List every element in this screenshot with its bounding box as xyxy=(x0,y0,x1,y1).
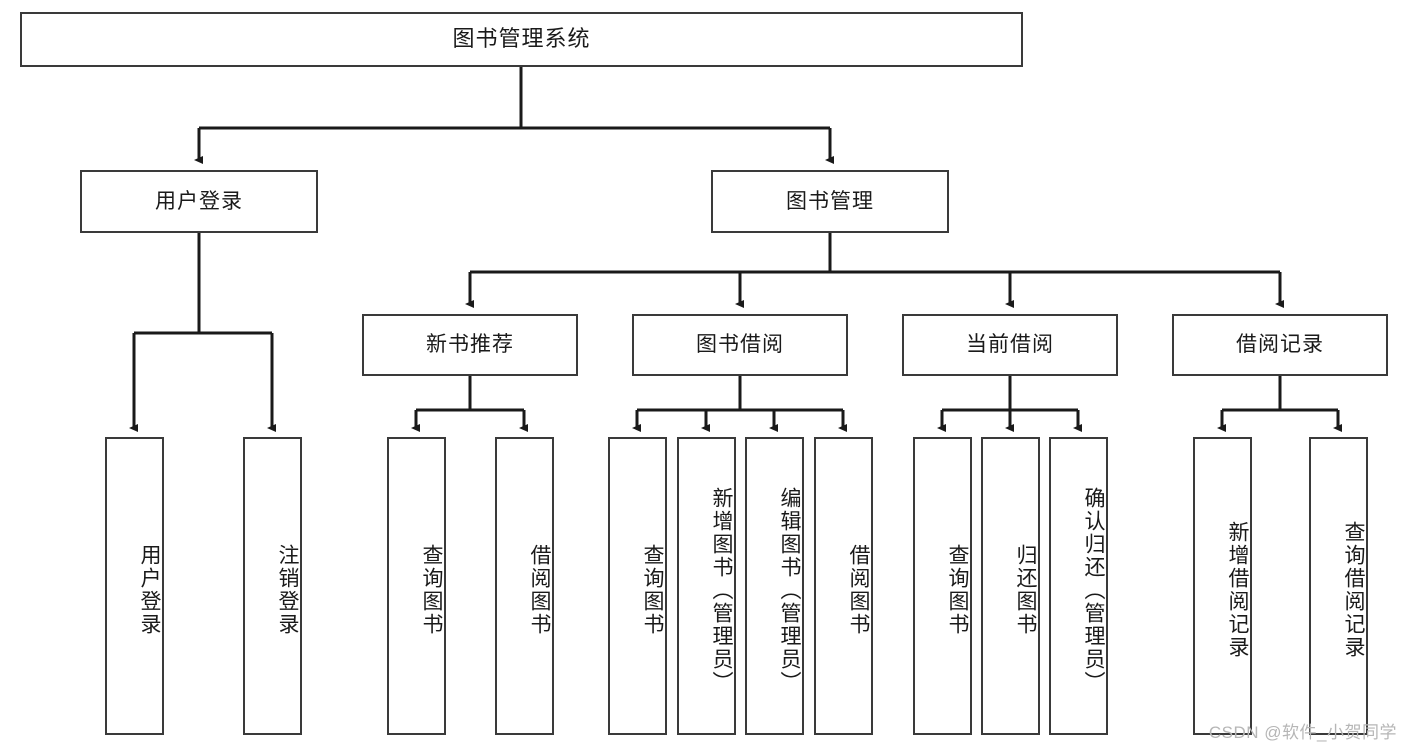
leaf-confirm-return-admin[interactable]: 确认归还（管理员） xyxy=(1049,437,1108,735)
leaf-add-borrow-record[interactable]: 新增借阅记录 xyxy=(1193,437,1252,735)
node-label: 新书推荐 xyxy=(426,333,514,357)
node-label: 图书管理系统 xyxy=(452,26,591,52)
node-label: 当前借阅 xyxy=(966,333,1054,357)
leaf-query-book-new[interactable]: 查询图书 xyxy=(387,437,446,735)
node-label: 编辑图书（管理员） xyxy=(778,486,801,694)
leaf-return-book[interactable]: 归还图书 xyxy=(981,437,1040,735)
leaf-logout[interactable]: 注销登录 xyxy=(243,437,302,735)
leaf-borrow-book-new[interactable]: 借阅图书 xyxy=(495,437,554,735)
node-label: 新增借阅记录 xyxy=(1226,521,1249,659)
leaf-user-login[interactable]: 用户登录 xyxy=(105,437,164,735)
node-label: 用户登录 xyxy=(138,544,161,636)
leaf-query-borrow-record[interactable]: 查询借阅记录 xyxy=(1309,437,1368,735)
node-label: 图书借阅 xyxy=(696,333,784,357)
node-user-login[interactable]: 用户登录 xyxy=(80,170,318,233)
node-borrow-records[interactable]: 借阅记录 xyxy=(1172,314,1388,376)
node-label: 确认归还（管理员） xyxy=(1082,486,1105,694)
node-current-borrow[interactable]: 当前借阅 xyxy=(902,314,1118,376)
watermark-text: CSDN @软件_小贺同学 xyxy=(1208,723,1397,742)
leaf-query-book-current[interactable]: 查询图书 xyxy=(913,437,972,735)
node-book-management[interactable]: 图书管理 xyxy=(711,170,949,233)
node-label: 借阅图书 xyxy=(847,544,870,636)
node-label: 借阅图书 xyxy=(528,544,551,636)
node-label: 查询图书 xyxy=(641,544,664,636)
node-label: 查询借阅记录 xyxy=(1342,521,1365,659)
node-label: 用户登录 xyxy=(155,189,243,213)
node-book-borrow[interactable]: 图书借阅 xyxy=(632,314,848,376)
node-label: 注销登录 xyxy=(276,544,299,636)
leaf-borrow-book[interactable]: 借阅图书 xyxy=(814,437,873,735)
node-label: 归还图书 xyxy=(1014,544,1037,636)
node-label: 查询图书 xyxy=(420,544,443,636)
node-label: 借阅记录 xyxy=(1236,333,1324,357)
node-label: 图书管理 xyxy=(786,189,874,213)
leaf-query-book-borrow[interactable]: 查询图书 xyxy=(608,437,667,735)
leaf-add-book-admin[interactable]: 新增图书（管理员） xyxy=(677,437,736,735)
node-label: 查询图书 xyxy=(946,544,969,636)
node-root-system[interactable]: 图书管理系统 xyxy=(20,12,1023,67)
node-label: 新增图书（管理员） xyxy=(710,486,733,694)
leaf-edit-book-admin[interactable]: 编辑图书（管理员） xyxy=(745,437,804,735)
node-new-book-recommend[interactable]: 新书推荐 xyxy=(362,314,578,376)
